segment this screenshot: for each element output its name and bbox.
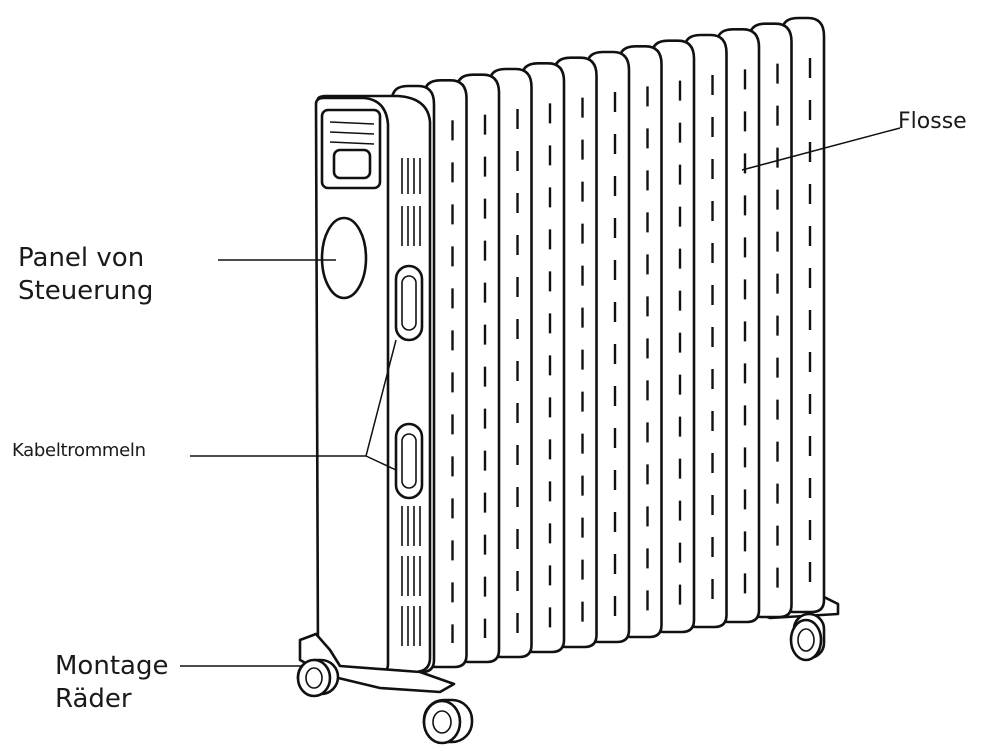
control-housing xyxy=(314,94,432,676)
leader-cable-drums xyxy=(190,339,397,471)
front-foot xyxy=(296,632,474,745)
label-wheels-line2: Räder xyxy=(55,684,132,714)
label-control-panel: Panel von Steuerung xyxy=(18,242,153,308)
label-wheels-line1: Montage xyxy=(55,651,169,681)
label-wheels: Montage Räder xyxy=(55,650,168,716)
leader-fin xyxy=(741,127,901,171)
control-knob xyxy=(320,216,368,300)
label-control-panel-line1: Panel von xyxy=(18,243,145,273)
cable-drum-upper xyxy=(394,264,424,342)
label-cable-drums: Kabeltrommeln xyxy=(12,440,146,461)
cable-drum-lower xyxy=(394,422,424,500)
label-fin: Flosse xyxy=(898,109,967,134)
label-control-panel-line2: Steuerung xyxy=(18,276,154,306)
fin-group xyxy=(390,16,826,674)
